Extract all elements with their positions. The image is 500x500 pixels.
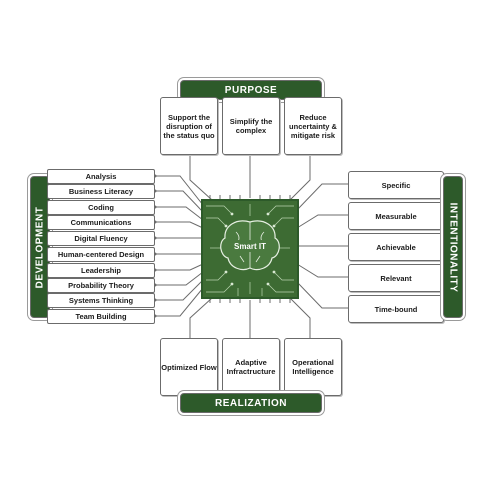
intentionality-item-measurable: Measurable — [348, 202, 444, 230]
development-item-analysis: Analysis — [47, 169, 155, 184]
intentionality-item-label: Achievable — [376, 242, 416, 252]
intentionality-banner: INTENTIONALITY — [443, 176, 463, 318]
purpose-item: Reduce uncertainty & mitigate risk — [289, 112, 337, 140]
development-item-systems-thinking: Systems Thinking — [47, 293, 155, 308]
realization-card-3: Operational Intelligence — [284, 338, 342, 396]
circuit-chip: Smart IT — [201, 195, 299, 303]
intentionality-item-label: Measurable — [375, 211, 417, 221]
development-item-label: Leadership — [80, 266, 121, 275]
intentionality-item-label: Relevant — [380, 273, 412, 283]
realization-banner: REALIZATION — [180, 393, 322, 413]
intentionality-item-relevant: Relevant — [348, 264, 444, 292]
development-item-label: Coding — [88, 203, 114, 212]
purpose-card-3: Reduce uncertainty & mitigate risk — [284, 97, 342, 155]
purpose-item: Simplify the complex — [229, 117, 273, 135]
development-item-team-building: Team Building — [47, 309, 155, 324]
development-item-communications: Communications — [47, 215, 155, 230]
intentionality-title: INTENTIONALITY — [447, 202, 459, 292]
development-item-label: Analysis — [85, 172, 117, 181]
smart-it-label: Smart IT — [234, 242, 266, 251]
realization-card-2: Adaptive Infractructure — [222, 338, 280, 396]
intentionality-item-achievable: Achievable — [348, 233, 444, 261]
intentionality-item-label: Time-bound — [374, 304, 418, 314]
intentionality-item-label: Specific — [381, 180, 411, 190]
development-item-coding: Coding — [47, 200, 155, 215]
development-item-label: Digital Fluency — [74, 234, 128, 243]
realization-item: Optimized Flow — [161, 362, 217, 372]
development-item-label: Team Building — [75, 312, 127, 321]
purpose-card-1: Support the disruption of the status quo — [160, 97, 218, 155]
development-item-digital-fluency: Digital Fluency — [47, 231, 155, 246]
intentionality-item-specific: Specific — [348, 171, 444, 199]
realization-card-1: Optimized Flow — [160, 338, 218, 396]
purpose-title: PURPOSE — [224, 84, 278, 96]
development-title: DEVELOPMENT — [34, 206, 46, 288]
purpose-item: Support the disruption of the status quo — [163, 112, 215, 140]
intentionality-item-time-bound: Time-bound — [348, 295, 444, 323]
development-item-label: Probability Theory — [68, 281, 134, 290]
development-item-human-centered-design: Human-centered Design — [47, 247, 155, 262]
development-item-label: Business Literacy — [68, 187, 134, 196]
realization-item: Adaptive Infractructure — [226, 358, 276, 376]
development-item-business-literacy: Business Literacy — [47, 184, 155, 199]
development-item-label: Communications — [70, 218, 132, 227]
purpose-card-2: Simplify the complex — [222, 97, 280, 155]
development-item-label: Systems Thinking — [68, 296, 134, 305]
realization-item: Operational Intelligence — [292, 358, 334, 376]
development-item-probability-theory: Probability Theory — [47, 278, 155, 293]
development-item-label: Human-centered Design — [57, 250, 145, 259]
realization-title: REALIZATION — [215, 397, 287, 409]
development-item-leadership: Leadership — [47, 263, 155, 278]
